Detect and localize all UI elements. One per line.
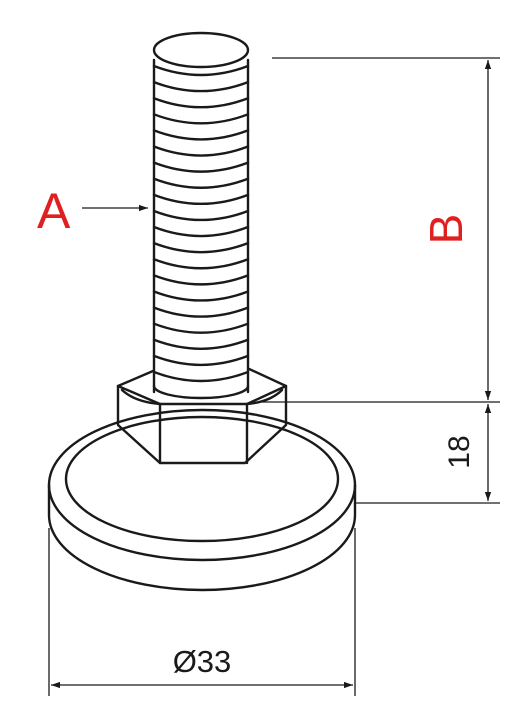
dimension-height: 18 xyxy=(355,404,500,504)
thread-turn xyxy=(152,354,250,367)
base-pad xyxy=(47,408,357,592)
dimension-b: B xyxy=(262,57,500,403)
thread-turn xyxy=(152,145,250,157)
base-pad-rim xyxy=(47,408,357,562)
label-b: B xyxy=(420,214,472,245)
thread-turn xyxy=(152,370,250,383)
thread-turn xyxy=(152,129,250,141)
hex-nut-top-edge xyxy=(116,384,288,406)
thread-turn xyxy=(152,306,250,318)
label-a: A xyxy=(37,183,71,239)
thread-turn xyxy=(152,80,250,93)
thread-turn xyxy=(152,161,250,173)
hex-nut-chamfer xyxy=(120,388,284,406)
stud-top-end xyxy=(152,31,250,69)
thread-turn xyxy=(152,177,250,189)
thread-turn xyxy=(152,209,250,222)
thread-turn xyxy=(152,113,250,125)
label-diameter: Ø33 xyxy=(173,644,232,679)
thread-turn xyxy=(152,258,250,270)
thread-turn xyxy=(152,290,250,302)
thread-turn xyxy=(152,322,250,334)
callout-a: A xyxy=(37,183,148,239)
base-pad-side xyxy=(47,483,357,592)
thread-turn xyxy=(152,338,250,350)
dimension-diameter: Ø33 xyxy=(48,528,356,696)
thread-turn xyxy=(152,241,250,254)
stud-bottom-arc xyxy=(152,384,250,400)
thread-lines xyxy=(152,64,250,383)
thread-turn xyxy=(152,64,250,77)
threaded-stud xyxy=(152,31,250,400)
thread-turn xyxy=(152,225,250,238)
thread-turn xyxy=(152,274,250,286)
base-pad-inner-rim xyxy=(64,415,340,543)
thread-turn xyxy=(152,193,250,206)
label-height: 18 xyxy=(443,435,476,468)
thread-turn xyxy=(152,97,250,109)
